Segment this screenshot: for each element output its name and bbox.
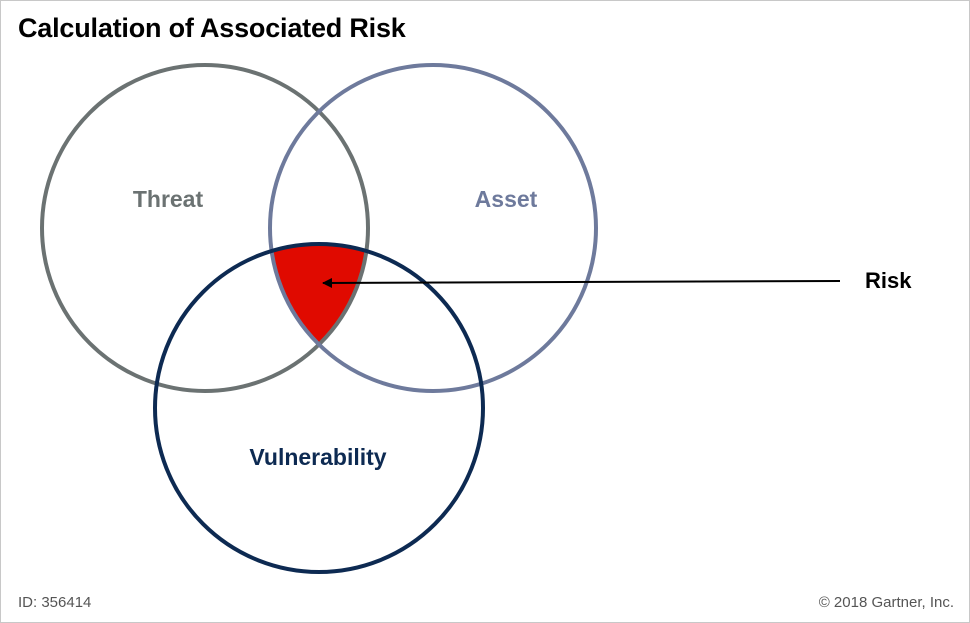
vulnerability-circle (153, 242, 485, 574)
threat-circle (40, 63, 370, 393)
threat-label: Threat (133, 186, 204, 212)
asset-circle (268, 63, 598, 393)
vulnerability-label: Vulnerability (249, 444, 386, 470)
asset-label: Asset (475, 186, 538, 212)
risk-label: Risk (865, 268, 912, 293)
risk-arrow (322, 277, 841, 288)
copyright-notice: © 2018 Gartner, Inc. (818, 594, 954, 611)
figure-id: ID: 356414 (18, 594, 92, 611)
figure-title: Calculation of Associated Risk (18, 13, 406, 43)
